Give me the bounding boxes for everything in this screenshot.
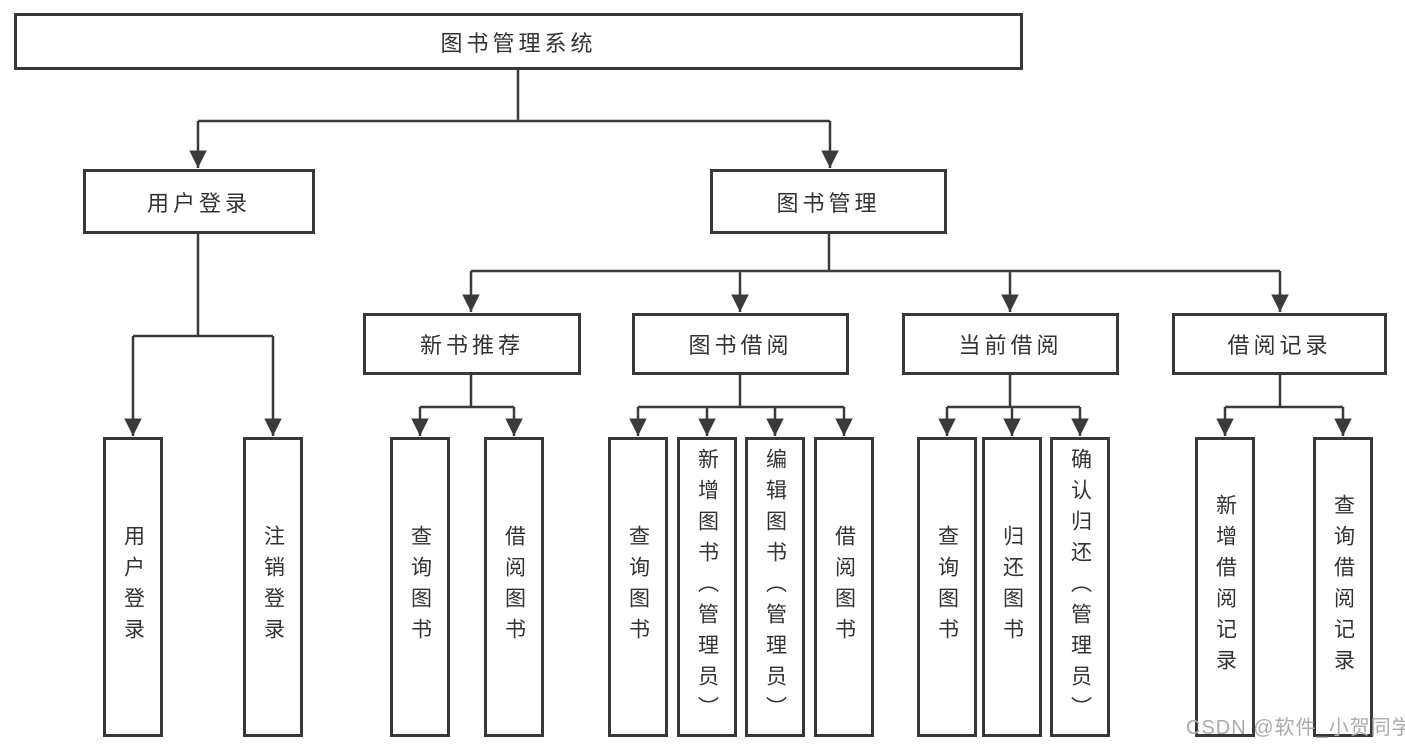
watermark: CSDN @软件_小贺同学 [1186,717,1405,739]
node-label: 图书借阅 [688,333,793,358]
leaf-label: 查询图书 [408,525,432,649]
node-borrow-records: 借阅记录 [1172,313,1387,375]
node-label: 当前借阅 [958,333,1063,358]
leaf-label: 新增借阅记录 [1213,494,1237,680]
node-new-book-recommend: 新书推荐 [363,313,581,375]
leaf-confirm-return-admin: 确认归还（管理员） [1050,437,1110,737]
leaf-query-books-current: 查询图书 [917,437,977,737]
leaf-borrow-books: 借阅图书 [814,437,874,737]
leaf-label: 借阅图书 [502,525,526,649]
node-current-borrow: 当前借阅 [902,313,1119,375]
leaf-query-books-recommend: 查询图书 [390,437,450,737]
node-book-borrow: 图书借阅 [632,313,849,375]
connector-root [189,70,839,168]
node-user-login: 用户登录 [83,169,315,234]
node-label: 图书管理 [776,190,881,216]
node-label: 图书管理系统 [440,30,597,56]
node-label: 借阅记录 [1227,333,1332,358]
node-root: 图书管理系统 [14,13,1023,70]
connector-current-borrow [938,375,1089,436]
leaf-return-book: 归还图书 [982,437,1042,737]
leaf-label: 借阅图书 [832,525,856,649]
leaf-label: 查询图书 [935,525,959,649]
leaf-query-borrow-record: 查询借阅记录 [1313,437,1373,737]
leaf-add-book-admin: 新增图书（管理员） [677,437,737,737]
leaf-label: 用户登录 [121,525,145,649]
connector-book-mgmt [462,234,1289,312]
node-book-mgmt: 图书管理 [710,169,947,234]
leaf-label: 编辑图书（管理员） [763,447,787,727]
leaf-label: 查询借阅记录 [1331,494,1355,680]
leaf-query-books-borrow: 查询图书 [608,437,668,737]
connector-borrow-records [1216,375,1352,436]
connector-book-borrow [629,375,853,436]
leaf-add-borrow-record: 新增借阅记录 [1195,437,1255,737]
leaf-label: 查询图书 [626,525,650,649]
leaf-user-login: 用户登录 [103,437,163,737]
leaf-label: 归还图书 [1000,525,1024,649]
connector-user-login [124,234,282,436]
node-label: 新书推荐 [419,333,524,358]
leaf-label: 注销登录 [261,525,285,649]
leaf-logout: 注销登录 [243,437,303,737]
connector-new-book [411,375,523,436]
leaf-label: 确认归还（管理员） [1068,447,1092,727]
leaf-borrow-books-recommend: 借阅图书 [484,437,544,737]
node-label: 用户登录 [146,190,251,216]
leaf-edit-book-admin: 编辑图书（管理员） [745,437,805,737]
leaf-label: 新增图书（管理员） [695,447,719,727]
